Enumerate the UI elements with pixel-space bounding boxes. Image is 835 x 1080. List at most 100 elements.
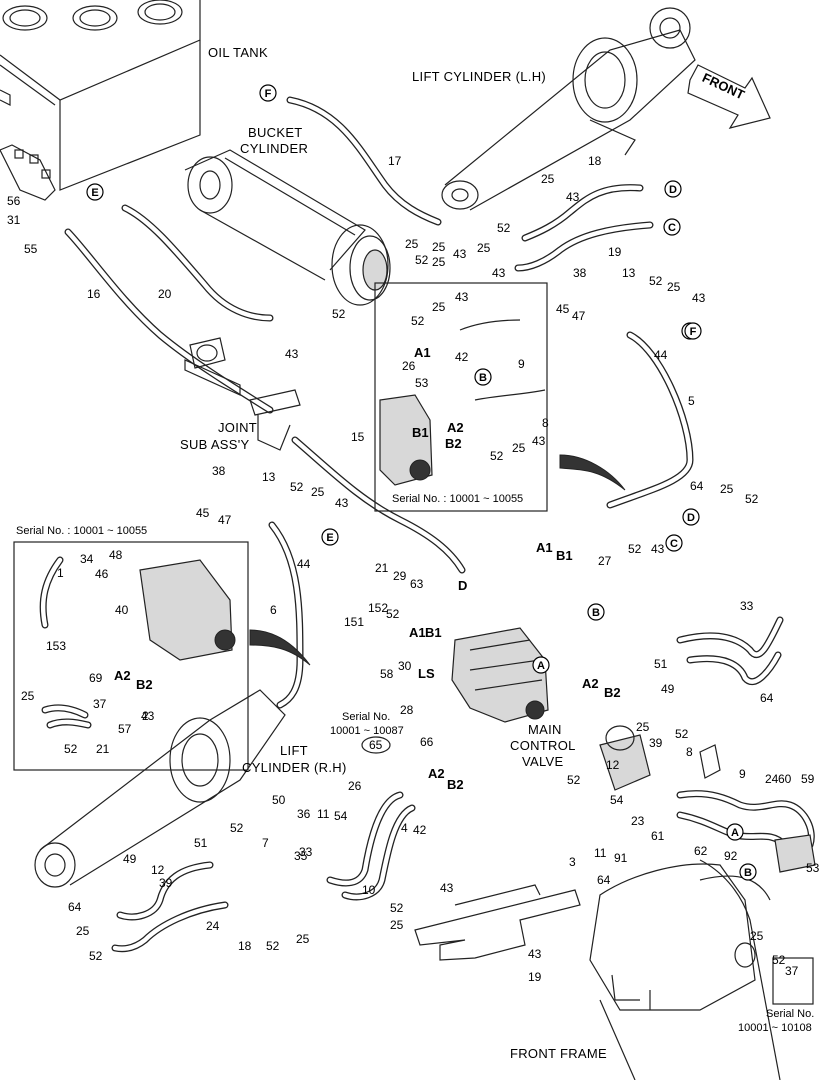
bucket-cylinder-label-2: CYLINDER <box>240 141 308 156</box>
joint-label-2: SUB ASS'Y <box>180 437 250 452</box>
port-label: LS <box>418 666 435 681</box>
part-number: 20 <box>158 287 172 301</box>
mid-serial-2: 10001 ~ 10087 <box>330 725 404 737</box>
part-number: 43 <box>528 947 542 961</box>
joint-label-1: JOINT <box>218 420 257 435</box>
connector-circle <box>532 656 550 674</box>
mid-serial-1: Serial No. <box>342 711 390 723</box>
part-number: 10 <box>362 883 376 897</box>
top-inset-serial: Serial No. : 10001 ~ 10055 <box>392 493 523 505</box>
part-number: 24 <box>765 772 779 786</box>
part-number: 43 <box>566 190 580 204</box>
part-number: 57 <box>118 722 132 736</box>
part-number: 11 <box>594 846 607 860</box>
port-label: B2 <box>447 777 464 792</box>
part-number: 13 <box>262 470 276 484</box>
part-number: 25 <box>76 924 90 938</box>
port-label: A2 <box>582 676 599 691</box>
part-number: 30 <box>398 659 412 673</box>
part-number: 64 <box>760 691 774 705</box>
part-number: 18 <box>588 154 602 168</box>
part-number: 45 <box>556 302 570 316</box>
mid-serial-ref-oval <box>361 736 391 754</box>
part-number: 40 <box>115 603 129 617</box>
connector-letter: E <box>326 532 333 544</box>
part-number: 44 <box>654 348 668 362</box>
part-number: 25 <box>432 255 446 269</box>
part-number: 16 <box>87 287 101 301</box>
right-valve <box>599 725 816 873</box>
part-number: 69 <box>89 671 103 685</box>
part-number: 42 <box>455 350 469 364</box>
part-number: 52 <box>386 607 400 621</box>
oil-tank <box>0 0 201 201</box>
part-number: 25 <box>390 918 404 932</box>
left-inset-arrow <box>249 629 311 666</box>
part-number: 52 <box>89 949 103 963</box>
part-number: 35 <box>294 849 308 863</box>
part-number: 39 <box>159 876 173 890</box>
top-inset-valve <box>379 319 546 486</box>
part-number: 52 <box>64 742 78 756</box>
port-label: A1 <box>536 540 553 555</box>
front-frame-label: FRONT FRAME <box>510 1046 607 1061</box>
lower-hoses <box>111 616 815 953</box>
part-number: 25 <box>750 929 764 943</box>
port-label: A2 <box>114 668 131 683</box>
mcv-label-2: CONTROL <box>510 738 576 753</box>
part-number: 53 <box>806 861 820 875</box>
part-number: 21 <box>96 742 110 756</box>
part-number: 38 <box>212 464 226 478</box>
port-label: A2 <box>428 766 445 781</box>
part-number: 52 <box>415 253 429 267</box>
part-number: 38 <box>573 266 587 280</box>
part-number: 43 <box>335 496 349 510</box>
part-number: 25 <box>405 237 419 251</box>
connector-markers: FEDCFEBDCBAABF <box>86 84 757 881</box>
port-label: B2 <box>445 436 462 451</box>
connector-letter: D <box>687 512 695 524</box>
lift-cylinder-rh-label-2: CYLINDER (R.H) <box>242 760 347 775</box>
part-number: 52 <box>567 773 581 787</box>
part-number: 25 <box>432 240 446 254</box>
part-number: 33 <box>299 845 313 859</box>
part-number: 55 <box>24 242 38 256</box>
part-number: 17 <box>388 154 402 168</box>
part-number: 52 <box>649 274 663 288</box>
part-number: 43 <box>440 881 454 895</box>
part-number: 45 <box>196 506 210 520</box>
part-number: 25 <box>477 241 491 255</box>
part-number: 15 <box>351 430 365 444</box>
port-label: A1 <box>414 345 431 360</box>
port-label: D <box>458 578 467 593</box>
part-number: 54 <box>610 793 624 807</box>
part-number: 91 <box>614 851 628 865</box>
part-number: 66 <box>420 735 434 749</box>
part-number: 46 <box>95 567 109 581</box>
part-number: 25 <box>541 172 555 186</box>
part-number: 47 <box>572 309 586 323</box>
top-inset-arrow <box>559 454 626 491</box>
left-inset-box <box>13 541 249 771</box>
part-number: 25 <box>512 441 526 455</box>
part-number: 56 <box>7 194 21 208</box>
part-number: 11 <box>317 807 330 821</box>
part-number: 52 <box>332 307 346 321</box>
part-number: 52 <box>490 449 504 463</box>
connector-circle <box>739 863 757 881</box>
part-number: 29 <box>393 569 407 583</box>
connector-circle <box>682 508 700 526</box>
part-number: 61 <box>651 829 665 843</box>
bucket-cylinder-label-1: BUCKET <box>248 125 303 140</box>
port-label: B1 <box>425 625 442 640</box>
connector-circle <box>726 823 744 841</box>
mid-serial-ref: 65 <box>369 738 383 752</box>
connector-circle <box>321 528 339 546</box>
part-number: 43 <box>141 709 155 723</box>
bottom-serial-2: 10001 ~ 10108 <box>738 1022 812 1034</box>
part-number: 21 <box>375 561 389 575</box>
connector-circle <box>259 84 277 102</box>
part-number: 24 <box>206 919 220 933</box>
part-number: 53 <box>415 376 429 390</box>
